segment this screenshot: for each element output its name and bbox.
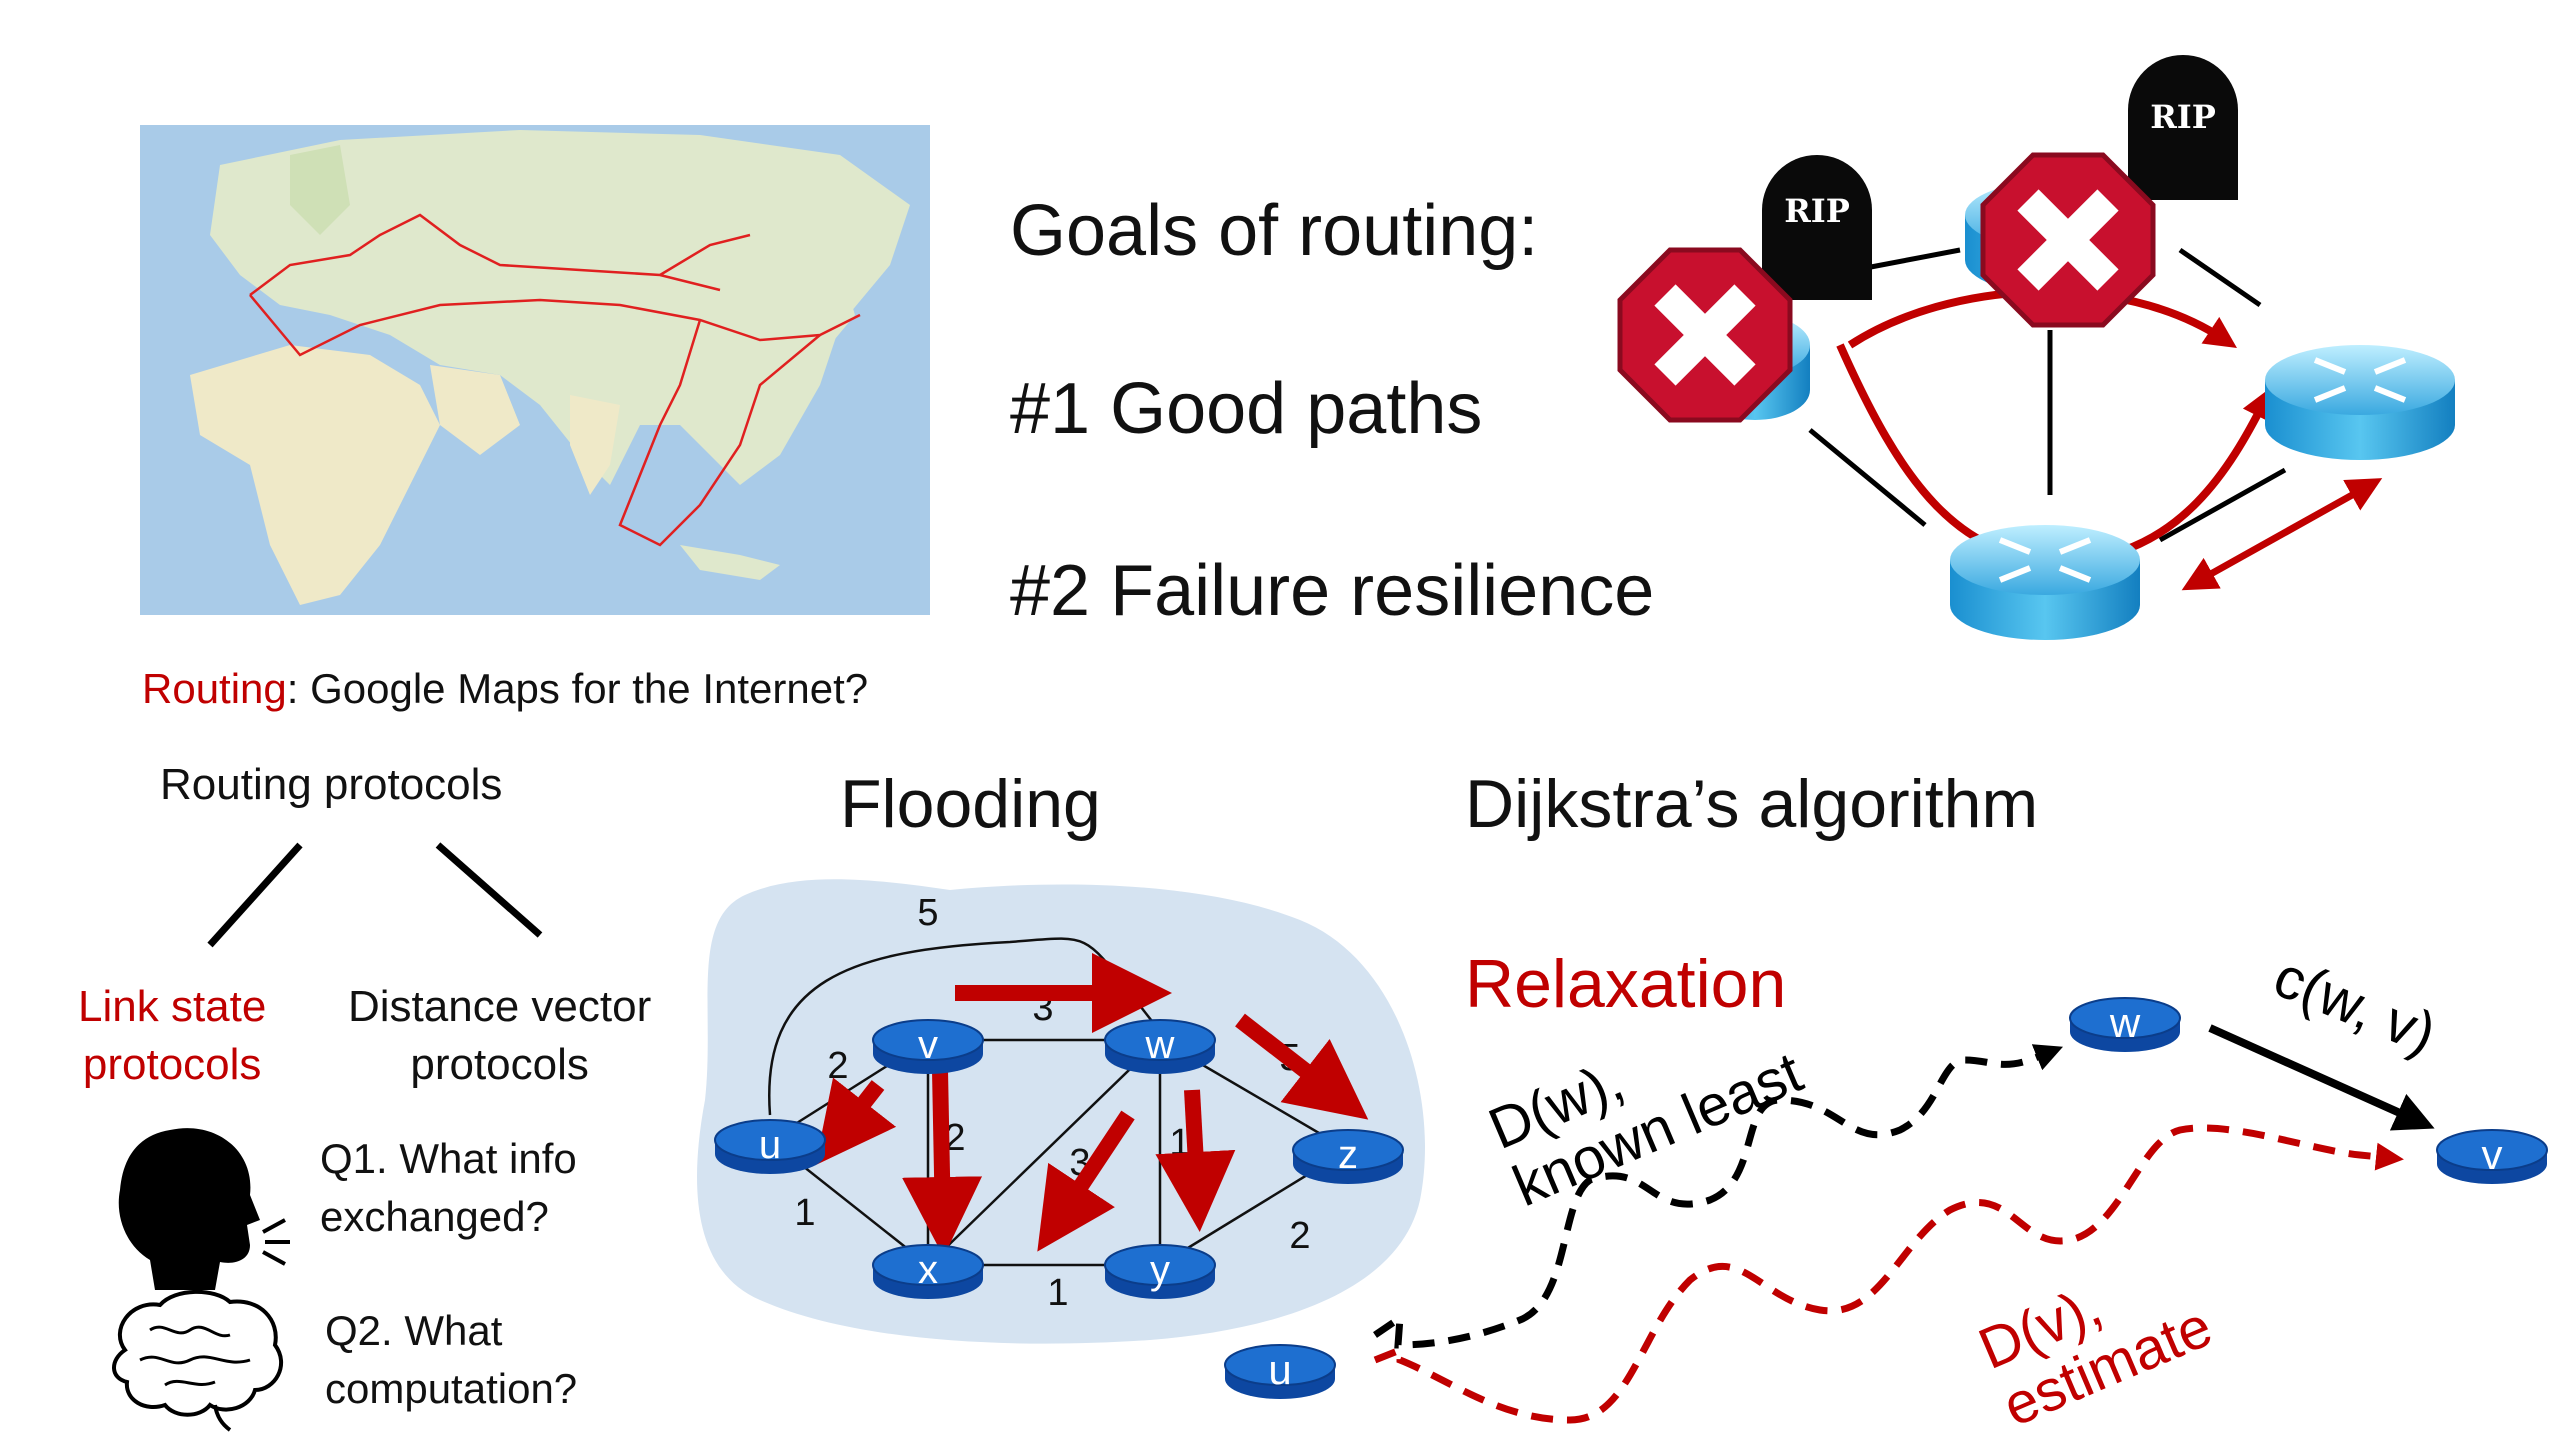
node-label: u	[759, 1123, 781, 1167]
distance-vector-label: Distance vector protocols	[348, 978, 651, 1094]
node-top	[2069, 997, 2181, 1039]
dw-dashed-path	[1373, 1044, 2063, 1349]
node-top	[1224, 1344, 1336, 1386]
node-top	[714, 1119, 826, 1161]
distance-vector-line2: protocols	[410, 1040, 589, 1089]
failure-network: RIP RIP	[1617, 55, 2455, 640]
routing-protocols-label: Routing protocols	[160, 760, 503, 809]
edge-weight-label: 2	[944, 1117, 965, 1159]
relaxation-label: Relaxation	[1465, 946, 1787, 1022]
flood-arrow	[1155, 1089, 1236, 1232]
graph-node-v: v	[872, 1019, 984, 1074]
routing-caption-highlight: Routing	[142, 665, 287, 712]
routing-caption: Routing: Google Maps for the Internet?	[142, 665, 868, 713]
node-top	[2436, 1129, 2548, 1171]
rip-label: RIP	[2150, 98, 2216, 136]
flood-arrow	[1037, 1110, 1135, 1252]
node-top	[1104, 1019, 1216, 1061]
flooding-title: Flooding	[840, 766, 1101, 842]
question-one-line1: Q1. What info	[320, 1135, 577, 1182]
edge-weight-label: 1	[1047, 1272, 1068, 1314]
graph-node-u: u	[714, 1119, 826, 1174]
link-top-right	[2178, 247, 2262, 308]
edge-weight-label: 2	[1289, 1215, 1310, 1257]
dv-label: D(v), estimate	[1970, 1236, 2221, 1439]
distance-vector-line1: Distance vector	[348, 982, 652, 1031]
link-state-line2: protocols	[82, 1040, 262, 1089]
failure-x-icon	[1617, 247, 1793, 423]
tree-branch-left	[207, 842, 303, 948]
node-label: z	[1338, 1133, 1358, 1177]
graph-node-v: v	[2436, 1129, 2548, 1184]
talking-head-icon	[118, 1128, 290, 1290]
node-label: y	[1150, 1248, 1170, 1292]
flooding-nodes: u v w x y z	[714, 1019, 1404, 1299]
edge-weight-label: 1	[794, 1192, 815, 1234]
dijkstra-nodes: u w v	[1224, 997, 2548, 1399]
red-bidirectional-arrow	[2181, 478, 2383, 591]
tombstone-icon: RIP	[2128, 55, 2238, 200]
node-label: x	[918, 1248, 938, 1292]
question-two-line2: computation?	[325, 1365, 578, 1412]
router-icon	[1950, 525, 2140, 640]
brain-icon	[112, 1289, 283, 1432]
graph-node-w: w	[2069, 997, 2181, 1052]
flood-arrow	[1235, 1013, 1369, 1120]
cost-label: c(w, v)	[2265, 944, 2445, 1067]
cost-edge-arrow	[2208, 1024, 2435, 1131]
graph-node-z: z	[1292, 1129, 1404, 1184]
goal-good-paths: #1 Good paths	[1010, 369, 1483, 449]
tombstone-icon: RIP	[1762, 155, 1872, 300]
question-one-line2: exchanged?	[320, 1193, 549, 1240]
relaxation-diagram: D(w), known least D(v), estimate c(w, v)…	[1224, 944, 2548, 1439]
node-label: w	[2109, 999, 2141, 1046]
link-left-top	[1854, 247, 1961, 273]
flood-arrow	[902, 1069, 983, 1257]
question-two: Q2. What computation?	[325, 1302, 577, 1418]
goals-title: Goals of routing:	[1010, 191, 1539, 271]
dijkstra-title: Dijkstra’s algorithm	[1465, 766, 2039, 842]
world-map-graphic	[140, 125, 930, 615]
node-top	[1104, 1244, 1216, 1286]
node-top	[872, 1244, 984, 1286]
node-top	[872, 1019, 984, 1061]
node-top	[1292, 1129, 1404, 1171]
link-left-bottom	[1808, 428, 1927, 527]
routing-caption-text: : Google Maps for the Internet?	[286, 665, 869, 712]
node-label: w	[1145, 1023, 1175, 1067]
flood-arrow	[815, 1077, 897, 1166]
link-state-label: Link state protocols	[78, 978, 266, 1094]
node-label: u	[1268, 1346, 1291, 1393]
question-one: Q1. What info exchanged?	[320, 1130, 577, 1246]
node-label: v	[2482, 1131, 2503, 1178]
link-bottom-right	[2158, 467, 2287, 543]
edge-weight-label: 5	[917, 892, 938, 934]
tree-branch-right	[435, 842, 543, 938]
rip-label: RIP	[1784, 192, 1850, 230]
graph-node-y: y	[1104, 1244, 1216, 1299]
world-map-image	[140, 125, 930, 615]
question-two-line1: Q2. What	[325, 1307, 503, 1354]
edge-weight-label: 2	[827, 1045, 848, 1087]
failure-x-icon	[1980, 152, 2156, 328]
graph-node-u: u	[1224, 1344, 1336, 1399]
flooding-red-arrows	[815, 953, 1369, 1257]
goal-failure-resilience: #2 Failure resilience	[1010, 551, 1655, 631]
router-icon	[2265, 345, 2455, 460]
node-label: v	[918, 1023, 938, 1067]
dv-dashed-path	[1373, 1124, 2404, 1424]
graph-node-w: w	[1104, 1019, 1216, 1074]
link-state-line1: Link state	[78, 982, 267, 1031]
graph-node-x: x	[872, 1244, 984, 1299]
